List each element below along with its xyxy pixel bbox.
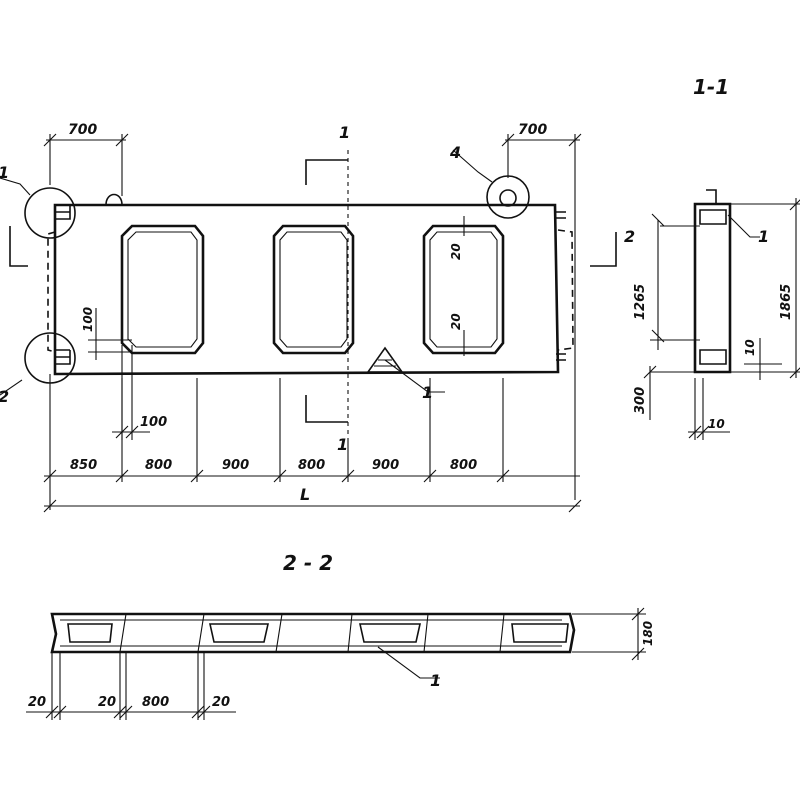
embedded-part-triangle [366,346,404,373]
callout-2-label: 2 [0,387,9,406]
section-2-2-height-dim: 180 [641,621,655,646]
section-dim-10-b: 10 [708,417,725,431]
leader-1-section-2-label: 1 [430,671,441,690]
bottom-dim-800-c: 800 [450,458,477,473]
dimension-100-vertical: 100 [81,307,95,332]
lifting-loop-right [499,189,517,207]
section-2-2-void-1 [67,623,113,643]
section-dim-1265: 1265 [633,284,648,320]
overall-length-label: L [300,485,310,504]
section-2-2-void-4 [511,623,569,643]
callout-circle-1 [24,187,76,239]
opening-2 [272,224,355,355]
cut-2-label: 2 [624,227,635,246]
bottom-dim-800-b: 800 [298,458,325,473]
bottom-dimension-chain [43,374,582,513]
bottom-dim-850: 850 [70,458,97,473]
dimension-100-horizontal: 100 [140,415,167,430]
callout-4-label: 4 [449,143,461,162]
section-dim-1865: 1865 [779,284,794,320]
section-1-1-loop [706,189,717,204]
section-1-1-outline [693,202,732,374]
opening-3 [422,224,505,355]
section-cut-markers [9,150,617,440]
section-1-1-title: 1-1 [693,75,729,99]
section-2-2-dim-20-a: 20 [28,695,46,710]
anchor-ticks-right [556,211,566,361]
section-2-2-outline [50,612,576,654]
section-dim-10-a: 10 [743,339,757,356]
top-left-dimension: 700 [68,122,97,138]
leader-1-section-label: 1 [758,227,769,246]
detail-1-anchor [55,204,71,220]
section-dim-300: 300 [633,387,648,414]
section-2-2-title: 2 - 2 [283,551,333,575]
callout-circle-4 [486,175,530,219]
section-1-1-bottom-void [699,349,727,365]
section-2-2-dim-800: 800 [142,695,169,710]
callout-1-label: 1 [0,163,9,182]
panel-right-key [557,229,574,351]
panel-elevation [24,175,574,384]
top-right-dimension: 700 [518,122,547,138]
section-2-2-void-3 [359,623,421,643]
top-dimension-lines [43,133,582,500]
bottom-dim-900-a: 900 [222,458,249,473]
opening-dimension-20-top: 20 [449,243,463,260]
opening-1 [120,224,205,355]
cut-1-top-label: 1 [339,123,350,142]
lifting-loop-left [105,193,123,206]
leader-lines [0,149,760,679]
section-2-2-void-2 [209,623,269,643]
leader-1-elevation-label: 1 [422,383,433,402]
section-2-2-view [26,607,646,720]
cut-1-bottom-label: 1 [337,435,348,454]
section-2-2-dim-20-b: 20 [98,695,116,710]
opening-dimension-20-bottom: 20 [449,313,463,330]
section-1-1-top-void [699,209,727,225]
section-2-2-dim-20-c: 20 [212,695,230,710]
panel-outline [53,203,560,376]
bottom-dim-900-b: 900 [372,458,399,473]
bottom-dim-800-a: 800 [145,458,172,473]
detail-2-anchor [55,349,71,365]
section-1-1-view [643,189,800,440]
panel-left-key [47,231,56,353]
